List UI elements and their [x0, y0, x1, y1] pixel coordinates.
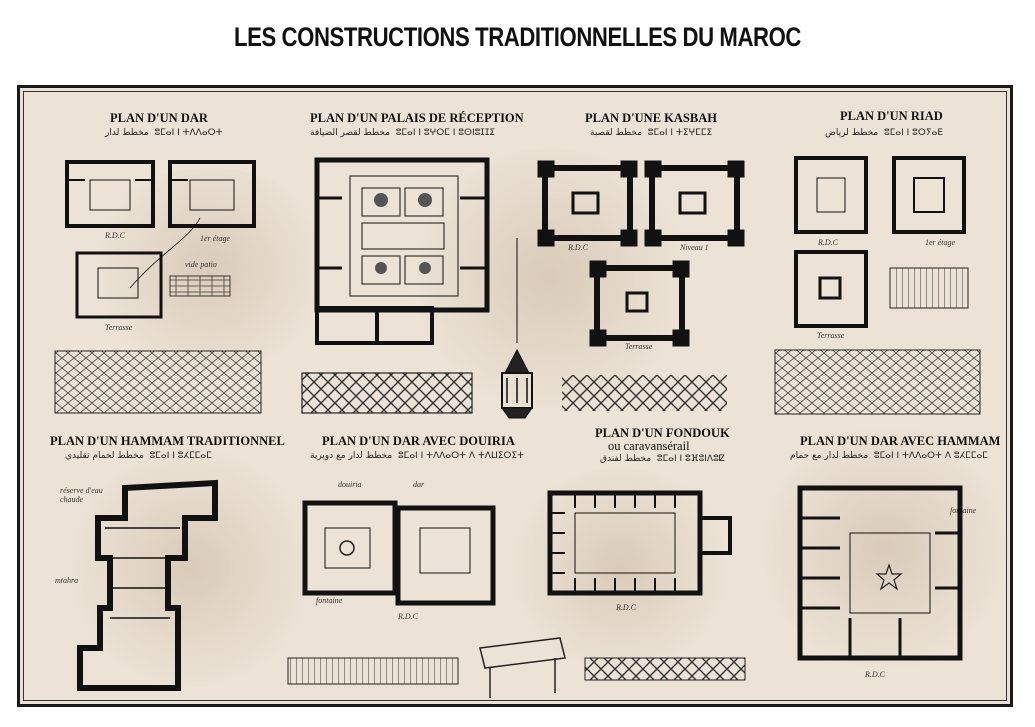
label-rdc-kasbah: R.D.C	[568, 243, 588, 252]
arabic-text: مخطط لفندق	[600, 454, 652, 464]
label-rdc-riad: R.D.C	[818, 238, 838, 247]
arabic-text: مخطط لدار	[105, 128, 149, 138]
panel-subtitle-douiria: مخطط لدار مع دويرية ⵓⵎⴰⵏ ⵏ ⵜⴷⴷⴰⵔⵜ ⴷ ⵜⴷⵡⵉ…	[310, 451, 524, 461]
label-fontaine-hammam: fontaine	[950, 506, 977, 515]
arabic-text: مخطط لقصر الضيافة	[310, 128, 390, 138]
tifinagh-text: ⵓⵎⴰⵏ ⵏ ⵓⴼⵓⵏⴷⵓⵇ	[656, 454, 725, 464]
arabic-text: مخطط لدار مع دويرية	[310, 451, 393, 461]
panel-title-riad: PLAN D'UN RIAD	[840, 109, 943, 123]
arabic-text: مخطط لرياض	[825, 128, 879, 138]
architectural-drawings	[54, 156, 981, 698]
tifinagh-text: ⵓⵎⴰⵏ ⵏ ⵜⴷⴷⴰⵔⵜ ⴷ ⵜⴷⵡⵉⵔⵉⵜ	[397, 451, 525, 461]
panel-title-palais: PLAN D'UN PALAIS DE RÉCEPTION	[310, 111, 524, 125]
label-douiria: douiria	[338, 480, 362, 489]
label-rdc-douiria: R.D.C	[398, 612, 418, 621]
label-etage-dar: 1er étage	[200, 234, 230, 243]
hammam-plan	[77, 479, 218, 691]
arabic-text: مخطط لقصبة	[590, 128, 643, 138]
douiria-plan	[302, 500, 496, 606]
panel-subtitle-dar: مخطط لدار ⵓⵎⴰⵏ ⵏ ⵜⴷⴷⴰⵔⵜ	[105, 128, 223, 138]
label-rdc-dar: R.D.C	[105, 231, 125, 240]
poster-sheet: PLAN D'UN DAR مخطط لدار ⵓⵎⴰⵏ ⵏ ⵜⴷⴷⴰⵔⵜ PL…	[17, 85, 1013, 707]
label-niveau1: Niveau 1	[680, 243, 709, 252]
panel-title-hammam: PLAN D'UN HAMMAM TRADITIONNEL	[50, 434, 285, 448]
label-terrasse-riad: Terrasse	[817, 331, 845, 340]
panel-subtitle-palais: مخطط لقصر الضيافة ⵓⵎⴰⵏ ⵏ ⵓⵖⵔⵎ ⵏ ⵓⵙⵏⵓⵊⵊⵉ	[310, 128, 495, 138]
kasbah-plan	[537, 160, 745, 347]
panel-title-kasbah: PLAN D'UNE KASBAH	[585, 111, 717, 125]
arabic-text: مخطط لحمام تقليدي	[65, 451, 144, 461]
tifinagh-text: ⵓⵎⴰⵏ ⵏ ⵜⴷⴷⴰⵔⵜ ⴷ ⵓⵃⵎⵎⴰⵎ	[873, 451, 988, 461]
palais-plan	[314, 157, 490, 345]
label-rdc-dar-hammam: R.D.C	[865, 670, 885, 679]
panel-subtitle-riad: مخطط لرياض ⵓⵎⴰⵏ ⵏ ⵓⵔⵢⴰⴹ	[825, 128, 943, 138]
dar-plan	[65, 160, 256, 319]
panel-title-douiria: PLAN D'UN DAR AVEC DOUIRIA	[322, 434, 515, 448]
label-vide-patio: vide patio	[185, 260, 217, 269]
label-dar: dar	[413, 480, 425, 489]
label-fontaine-douiria: fontaine	[316, 596, 343, 605]
tifinagh-text: ⵓⵎⴰⵏ ⵏ ⵜⴷⴷⴰⵔⵜ	[154, 128, 223, 138]
label-rdc-fondouk: R.D.C	[616, 603, 636, 612]
tifinagh-text: ⵓⵎⴰⵏ ⵏ ⵓⵃⵎⵎⴰⵎ	[149, 451, 212, 461]
tifinagh-text: ⵓⵎⴰⵏ ⵏ ⵜⵉⵖⵎⵎⵉ	[647, 128, 713, 138]
panel-subtitle-kasbah: مخطط لقصبة ⵓⵎⴰⵏ ⵏ ⵜⵉⵖⵎⵎⵉ	[590, 128, 712, 138]
panel-title-dar: PLAN D'UN DAR	[110, 111, 208, 125]
label-reserve: réserve d'eau chaude	[60, 486, 103, 504]
panel-title-fondouk-line2: ou caravansérail	[608, 439, 690, 453]
label-terrasse-dar: Terrasse	[105, 323, 133, 332]
fondouk-plan	[547, 490, 732, 596]
panel-subtitle-dar-hammam: مخطط لدار مع حمام ⵓⵎⴰⵏ ⵏ ⵜⴷⴷⴰⵔⵜ ⴷ ⵓⵃⵎⵎⴰⵎ	[790, 451, 988, 461]
lantern-illustration	[501, 238, 533, 419]
dar-hammam-plan	[797, 485, 963, 661]
tifinagh-text: ⵓⵎⴰⵏ ⵏ ⵓⵔⵢⴰⴹ	[884, 128, 944, 138]
panel-subtitle-fondouk: مخطط لفندق ⵓⵎⴰⵏ ⵏ ⵓⴼⵓⵏⴷⵓⵇ	[600, 454, 725, 464]
panel-title-dar-hammam: PLAN D'UN DAR AVEC HAMMAM	[800, 434, 1001, 448]
riad-plan	[794, 156, 966, 328]
label-terrasse-kasbah: Terrasse	[625, 342, 653, 351]
panel-title-fondouk: PLAN D'UN FONDOUK	[595, 426, 730, 440]
label-mtahra: mtahra	[55, 576, 79, 585]
page-title: LES CONSTRUCTIONS TRADITIONNELLES DU MAR…	[233, 22, 802, 52]
label-etage-riad: 1er étage	[925, 238, 955, 247]
tifinagh-text: ⵓⵎⴰⵏ ⵏ ⵓⵖⵔⵎ ⵏ ⵓⵙⵏⵓⵊⵊⵉ	[395, 128, 496, 138]
panel-subtitle-hammam: مخطط لحمام تقليدي ⵓⵎⴰⵏ ⵏ ⵓⵃⵎⵎⴰⵎ	[65, 451, 212, 461]
arabic-text: مخطط لدار مع حمام	[790, 451, 869, 461]
